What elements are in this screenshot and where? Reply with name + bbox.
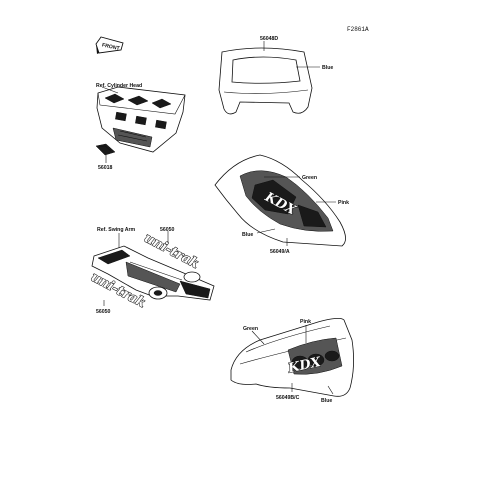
callout-56050-top: 56050 xyxy=(160,227,175,233)
color-green-upper: Green xyxy=(302,175,317,181)
color-blue-plate: Blue xyxy=(322,65,333,71)
front-number-plate xyxy=(218,47,313,115)
callout-56018: 56018 xyxy=(98,165,113,171)
front-arrow-label: FRONT xyxy=(101,42,121,52)
color-blue-lower: Blue xyxy=(321,398,332,404)
front-arrow-icon: FRONT xyxy=(95,36,124,54)
leader-line xyxy=(251,330,265,345)
color-pink-upper: Pink xyxy=(338,200,349,206)
callout-swing-arm-ref: Ref. Swing Arm xyxy=(97,227,136,233)
leader-line xyxy=(256,228,276,234)
callout-56049bc: 56049B/C xyxy=(276,395,300,401)
cylinder-head-assembly xyxy=(96,86,186,153)
figure-id: F2861A xyxy=(347,26,369,33)
leader-line xyxy=(101,86,119,94)
color-green-lower: Green xyxy=(243,326,258,332)
callout-56050-bottom: 56050 xyxy=(96,309,111,315)
leader-line xyxy=(327,385,334,395)
callout-56048d: 56048D xyxy=(260,36,278,42)
color-pink-lower: Pink xyxy=(300,319,311,325)
callout-56049a: 56049/A xyxy=(270,249,290,255)
part-56018-plate xyxy=(95,143,116,156)
side-cover-upper: KDX xyxy=(214,154,346,247)
callout-cylinder-head-ref: Ref. Cylinder Head xyxy=(96,83,142,89)
swing-arm xyxy=(91,245,215,301)
color-blue-upper: Blue xyxy=(242,232,253,238)
side-cover-lower: KDX xyxy=(230,318,354,397)
